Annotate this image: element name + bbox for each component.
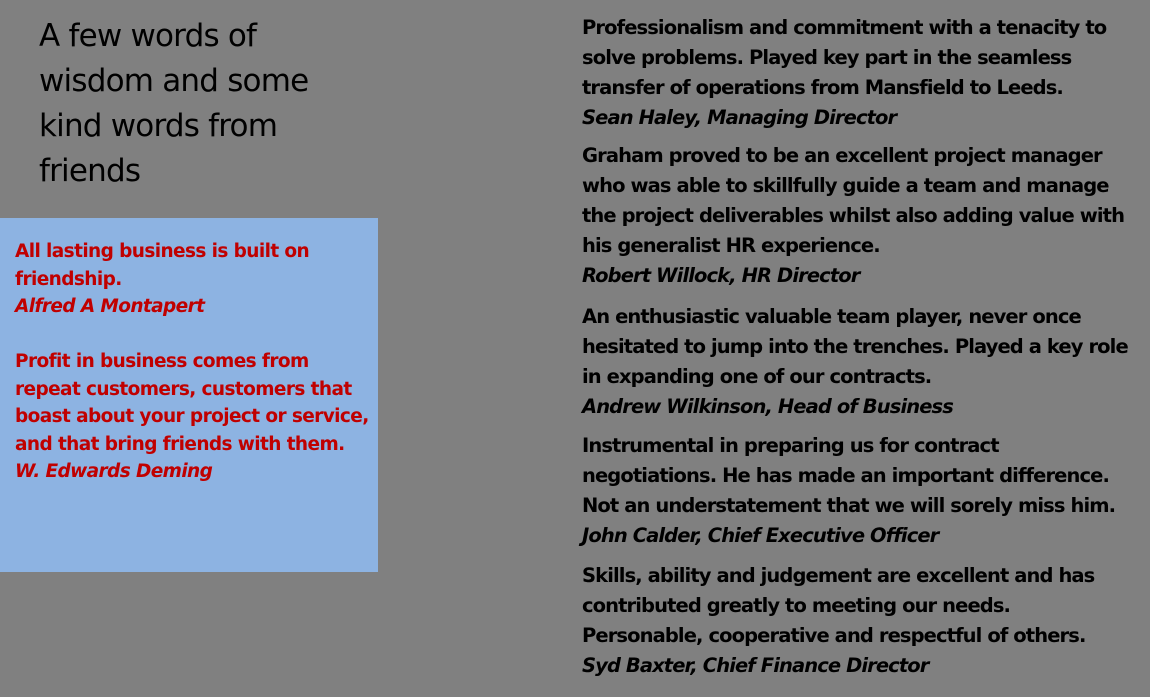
testimonial-line: Instrumental in preparing us for contrac… — [582, 434, 1000, 457]
testimonial-line: Personable, cooperative and respectful o… — [582, 624, 1086, 647]
testimonial-line: contributed greatly to meeting our needs… — [582, 594, 1011, 617]
testimonial-line: Graham proved to be an excellent project… — [582, 144, 1103, 167]
testimonial-line: Skills, ability and judgement are excell… — [582, 564, 1095, 587]
quote-author: W. Edwards Deming — [15, 461, 213, 482]
testimonial-line: Professionalism and commitment with a te… — [582, 16, 1107, 39]
testimonial-author: Syd Baxter, Chief Finance Director — [582, 654, 929, 677]
quote-author: Alfred A Montapert — [15, 296, 205, 317]
title-line: A few words of — [39, 18, 257, 54]
quote-line: boast about your project or service, — [15, 406, 369, 427]
title-line: wisdom and some — [39, 63, 309, 99]
testimonial-line: An enthusiastic valuable team player, ne… — [582, 305, 1082, 328]
title-line: friends — [39, 153, 141, 189]
testimonial-line: his generalist HR experience. — [582, 234, 881, 257]
testimonial-line: transfer of operations from Mansfield to… — [582, 76, 1064, 99]
testimonial-line: Not an understatement that we will sorel… — [582, 494, 1116, 517]
page-title: A few words of wisdom and some kind word… — [39, 14, 369, 194]
testimonial-line: the project deliverables whilst also add… — [582, 204, 1125, 227]
testimonial-line: hesitated to jump into the trenches. Pla… — [582, 335, 1129, 358]
testimonial-line: negotiations. He has made an important d… — [582, 464, 1110, 487]
quote-line: repeat customers, customers that — [15, 379, 352, 400]
testimonial-author: John Calder, Chief Executive Officer — [582, 524, 939, 547]
testimonial-author: Andrew Wilkinson, Head of Business — [582, 395, 954, 418]
testimonial-author: Sean Haley, Managing Director — [582, 106, 897, 129]
quote-line: and that bring friends with them. — [15, 434, 345, 455]
testimonial-line: who was able to skillfully guide a team … — [582, 174, 1109, 197]
quote-line: Profit in business comes from — [15, 351, 309, 372]
quote-line: friendship. — [15, 269, 122, 290]
title-line: kind words from — [39, 108, 278, 144]
testimonial-author: Robert Willock, HR Director — [582, 264, 860, 287]
quotes-box: All lasting business is built on friends… — [0, 218, 378, 572]
quote-line: All lasting business is built on — [15, 241, 310, 262]
testimonial-line: solve problems. Played key part in the s… — [582, 46, 1072, 69]
testimonial-line: in expanding one of our contracts. — [582, 365, 932, 388]
